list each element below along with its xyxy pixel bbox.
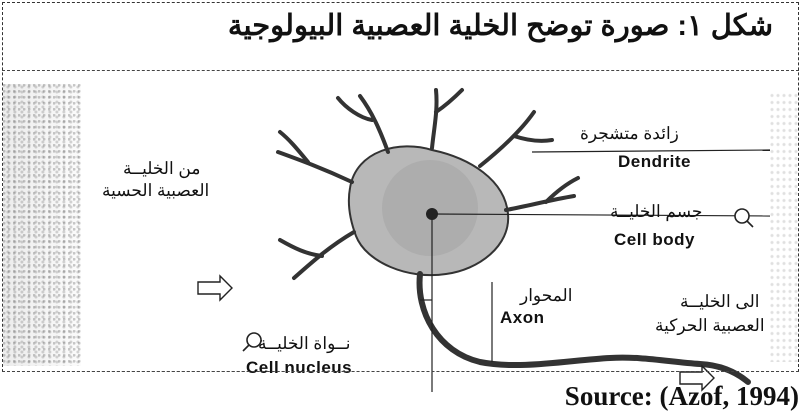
from-sensory-line2: العصبية الحسية [102,181,209,201]
nucleus-label-en: Cell nucleus [246,358,352,378]
to-motor-line2: العصبية الحركية [655,316,765,336]
source-citation: Source: (Azof, 1994) [565,381,799,412]
cell-body-label-en: Cell body [614,230,695,250]
soma-texture [382,160,478,256]
magnifier-icon-cell-body [735,209,753,227]
axon-label-en: Axon [500,308,545,328]
cell-body-label-ar: جسم الخليــة [610,202,702,222]
bottom-divider [2,371,799,372]
right-arrow-icon-from [198,276,232,300]
nucleus-label-ar: نــواة الخليــة [258,334,351,354]
to-motor-line1: الى الخليــة [680,292,760,312]
from-sensory-line1: من الخليــة [123,159,200,179]
dendrite-label-ar: زائدة متشجرة [580,124,679,144]
dendrite-label-en: Dendrite [618,152,691,172]
axon-label-ar: المحوار [520,286,572,306]
